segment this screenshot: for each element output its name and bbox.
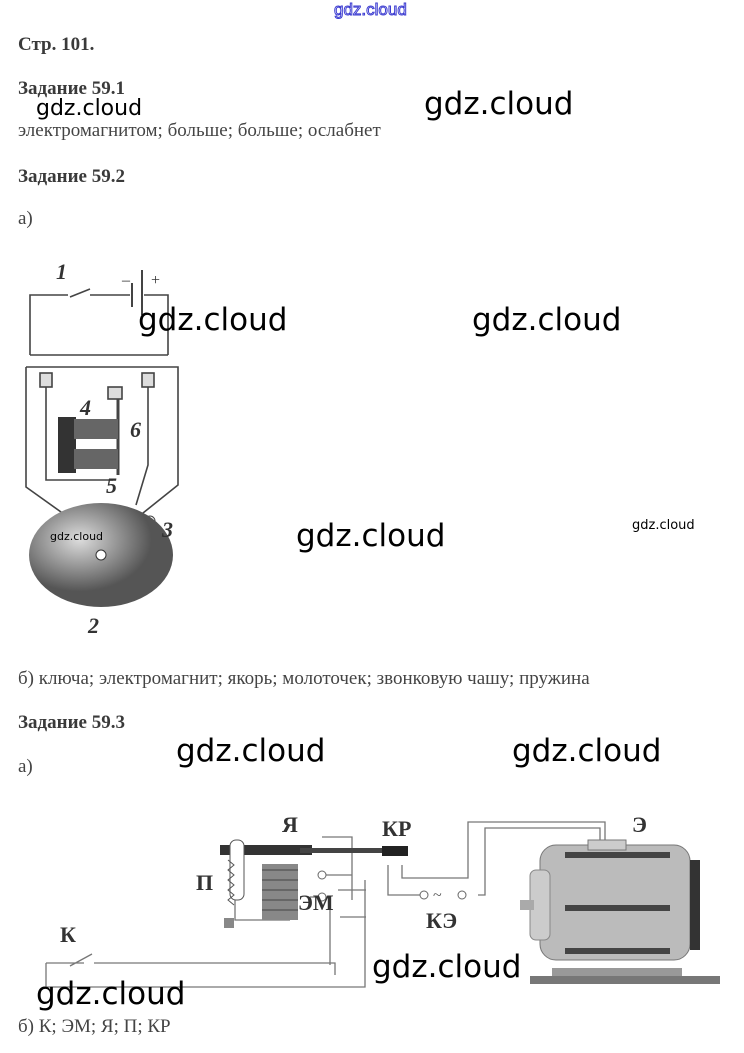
page-heading: Стр. 101. bbox=[18, 34, 95, 55]
label-ke: КЭ bbox=[426, 908, 457, 933]
watermark: gdz.cloud bbox=[512, 733, 662, 769]
watermark: gdz.cloud bbox=[372, 949, 522, 985]
task-59-1-title: Задание 59.1 bbox=[18, 78, 125, 99]
watermark: gdz.cloud bbox=[36, 96, 143, 121]
watermark: gdz.cloud bbox=[296, 518, 446, 554]
label-6: 6 bbox=[130, 417, 141, 442]
task-59-2-part-b: б) ключа; электромагнит; якорь; молоточе… bbox=[18, 668, 590, 689]
electromagnet-coils bbox=[58, 417, 118, 473]
label-kr: КР bbox=[382, 816, 411, 841]
label-p: П bbox=[196, 870, 213, 895]
label-k: К bbox=[60, 922, 76, 947]
task-59-2-part-a: а) bbox=[18, 208, 33, 229]
task-59-3-title: Задание 59.3 bbox=[18, 712, 125, 733]
label-em: ЭМ bbox=[298, 890, 334, 915]
watermark: gdz.cloud bbox=[632, 518, 695, 533]
watermark: gdz.cloud bbox=[36, 976, 186, 1012]
svg-text:~: ~ bbox=[433, 887, 442, 904]
task-59-3-part-b: б) К; ЭМ; Я; П; КР bbox=[18, 1016, 171, 1037]
electric-motor bbox=[520, 839, 720, 984]
label-2: 2 bbox=[87, 613, 99, 638]
label-ya: Я bbox=[282, 812, 298, 837]
watermark: gdz.cloud bbox=[176, 733, 326, 769]
task-59-3-part-a: а) bbox=[18, 756, 33, 777]
watermark: gdz.cloud bbox=[50, 530, 104, 543]
task-59-1-answer: электромагнитом; больше; больше; ослабне… bbox=[18, 120, 381, 141]
watermark: gdz.cloud bbox=[138, 302, 288, 338]
label-5: 5 bbox=[106, 473, 117, 498]
plus-sign: + bbox=[151, 272, 160, 289]
watermark: gdz.cloud bbox=[472, 302, 622, 338]
relay-diagram: ~ Я КР Э П ЭМ КЭ К bbox=[45, 812, 720, 988]
watermark-top: gdz.cloud bbox=[334, 0, 408, 20]
watermark: gdz.cloud bbox=[424, 86, 574, 122]
label-1: 1 bbox=[56, 259, 67, 284]
label-4: 4 bbox=[79, 395, 91, 420]
label-3: 3 bbox=[161, 517, 173, 542]
minus-sign: – bbox=[121, 272, 131, 289]
task-59-2-title: Задание 59.2 bbox=[18, 166, 125, 187]
electric-bell-diagram: 1 2 3 4 5 6 – + bbox=[25, 259, 179, 638]
label-e: Э bbox=[632, 812, 647, 837]
